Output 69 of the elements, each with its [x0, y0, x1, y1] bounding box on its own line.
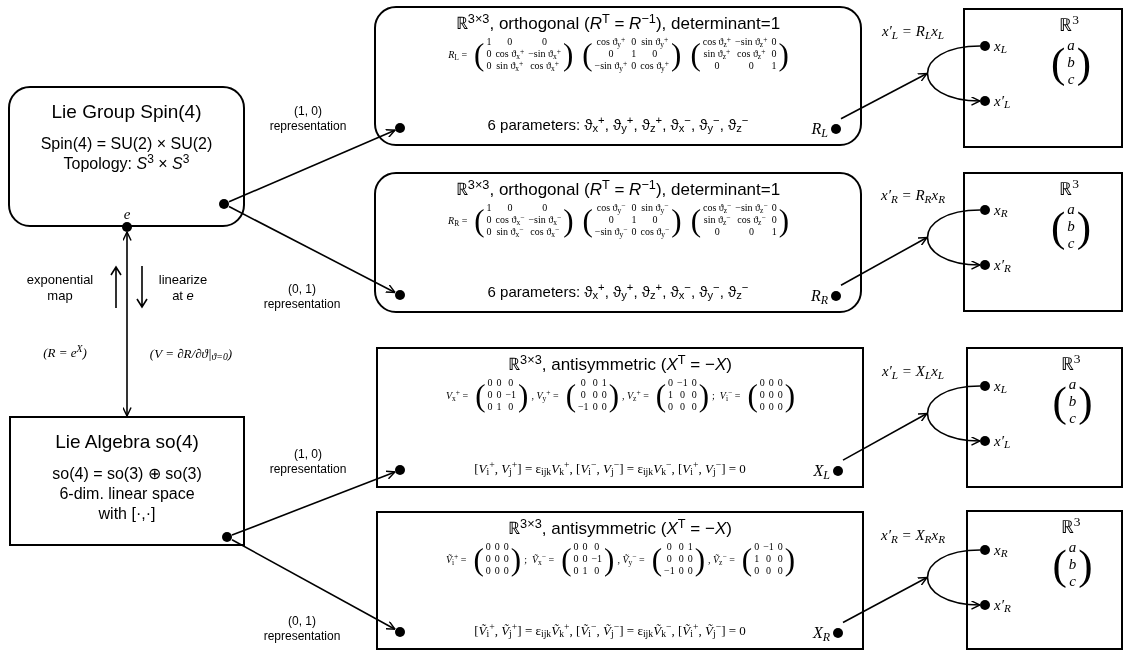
math-text: , Ṽ$_{z}$$^{−}$ =: [707, 551, 735, 567]
box-title: ℝ$^{3×3}$, orthogonal (R$^{T}$ = R$^{−1}$), determinant=1: [455, 13, 781, 35]
math-text: , Ṽ$_{y}$$^{−}$ =: [617, 551, 645, 567]
representation-box: [374, 172, 862, 313]
point-label: x$_{R}$: [994, 202, 1008, 218]
math-text: ; V$_{i}$$^{−}$ =: [712, 387, 741, 403]
annotation: linearize at e: [157, 272, 209, 305]
arrow: [228, 129, 396, 203]
box-title: Lie Group Spin(4): [51, 100, 202, 124]
representation-box: [376, 511, 864, 650]
vector-space-box: [966, 347, 1123, 488]
arrow: [122, 231, 132, 417]
box-text: so(4) = so(3) ⊕ so(3): [52, 463, 202, 484]
formula: x′$_{L}$ = R$_{L}$x$_{L}$: [880, 22, 946, 43]
box-title: Lie Algebra so(4): [55, 430, 199, 454]
space-symbol: ℝ$^{3}$: [1060, 516, 1081, 539]
math-text: , V$_{z}$$^{+}$ =: [621, 387, 649, 403]
vector-space-box: [963, 172, 1123, 312]
arrow: [842, 412, 928, 461]
arrow: [926, 549, 981, 610]
box-title: ℝ$^{3×3}$, orthogonal (R$^{T}$ = R$^{−1}$), determinant=1: [455, 179, 781, 201]
point-label: x′$_{L}$: [994, 433, 1011, 449]
point-label: x′$_{R}$: [994, 257, 1011, 273]
point-label: x$_{L}$: [994, 38, 1007, 54]
math-text: R$_{R}$ =: [448, 213, 468, 228]
arrow: [228, 205, 396, 294]
box-text: Topology: S$^{3}$ × S$^{3}$: [63, 153, 190, 174]
box-text: 6-dim. linear space with [·,·]: [58, 483, 196, 524]
point-label: x$_{R}$: [994, 542, 1008, 558]
arrow: [231, 470, 396, 536]
point-label: X$_{L}$: [813, 463, 830, 479]
math-text: , V$_{y}$$^{+}$ =: [531, 387, 559, 403]
space-symbol: ℝ$^{3}$: [1059, 14, 1079, 37]
vector-space-box: [966, 510, 1123, 650]
formula: [Ṽ$_{i}$$^{+}$, Ṽ$_{j}$$^{+}$] = ε$_{ijk}$Ṽ$_{k}$$^{+}$, [Ṽ$_{i}$$^{−}$, Ṽ$_{j}$$^{−}$] = ε$_{ijk}$Ṽ$_{k}$$^{−}$, [Ṽ$_{i}$$^{+}$, Ṽ$_{j}$$^{−}$] = 0: [474, 620, 746, 640]
point-label: x$_{L}$: [994, 378, 1007, 394]
math-text: R$_{L}$ =: [448, 47, 468, 62]
space-symbol: ℝ$^{3}$: [1059, 178, 1079, 201]
representation-box: [376, 347, 864, 488]
arrow: [926, 45, 981, 106]
math-text: V$_{x}$$^{+}$ =: [445, 387, 469, 403]
point-label: x′$_{R}$: [994, 597, 1011, 613]
arrow: [840, 236, 928, 286]
math-text: ; Ṽ$_{x}$$^{−}$ =: [524, 551, 555, 567]
formula: (V = ∂R/∂ϑ|$_{ϑ=0}$): [148, 345, 234, 364]
arrow: [231, 538, 396, 631]
box-title: ℝ$^{3×3}$, antisymmetric (X$^{T}$ = −X): [508, 354, 732, 376]
point-label: R$_{R}$: [810, 288, 828, 304]
math-text: Ṽ$_{i}$$^{+}$ =: [445, 551, 467, 567]
formula: x′$_{R}$ = X$_{R}$x$_{R}$: [879, 526, 946, 547]
arrow: [926, 209, 981, 270]
formula: x′$_{L}$ = X$_{L}$x$_{L}$: [880, 362, 946, 383]
point-label: e: [123, 207, 131, 222]
vector-space-box: [963, 8, 1123, 148]
formula: x′$_{R}$ = R$_{R}$x$_{R}$: [879, 186, 946, 207]
point-label: x′$_{L}$: [994, 93, 1011, 109]
formula: [V$_{i}$$^{+}$, V$_{j}$$^{+}$] = ε$_{ijk}$V$_{k}$$^{+}$, [V$_{i}$$^{−}$, V$_{j}$$^{−}$] = ε$_{ijk}$V$_{k}$$^{−}$, [V$_{i}$$^{+}$, V$_{j}$$^{−}$] = 0: [474, 458, 746, 478]
formula: (R = e$^{X}$): [42, 343, 88, 362]
annotation: exponential map: [25, 272, 95, 305]
concept-box: [9, 416, 245, 546]
arrow: [926, 385, 981, 446]
space-symbol: ℝ$^{3}$: [1060, 353, 1081, 376]
arrow: [842, 576, 928, 624]
box-title: ℝ$^{3×3}$, antisymmetric (X$^{T}$ = −X): [508, 518, 732, 540]
arrow: [840, 72, 928, 120]
box-text: Spin(4) = SU(2) × SU(2): [40, 133, 213, 154]
point-label: R$_{L}$: [811, 121, 828, 137]
representation-box: [374, 6, 862, 146]
point-label: X$_{R}$: [812, 625, 830, 641]
